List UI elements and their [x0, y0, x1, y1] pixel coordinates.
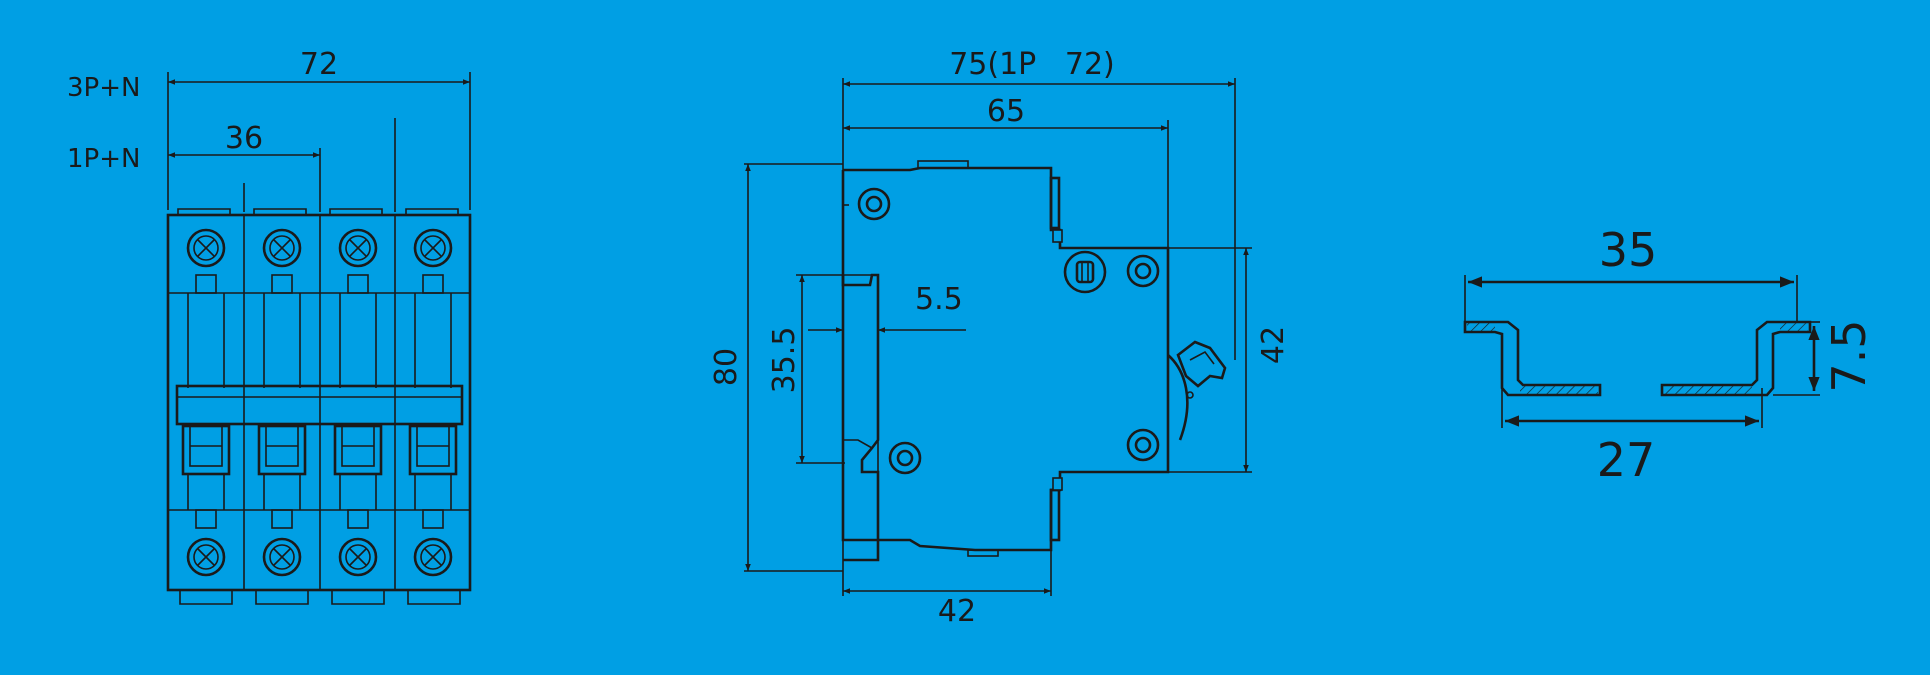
top-terminal-screws — [186, 228, 453, 268]
dim-depth-inner: 65 — [987, 94, 1025, 129]
dim-width-4pole: 72 — [300, 47, 338, 82]
din-rail-profile: 35 27 7.5 — [1463, 223, 1876, 487]
dim-rail-bottom-width: 27 — [1597, 433, 1656, 487]
breaker-body-front — [166, 213, 472, 592]
terminal-opening — [1063, 250, 1107, 294]
breaker-body-side — [841, 166, 1170, 562]
label-3p-n: 3P+N — [67, 73, 140, 103]
front-view: 3P+N 1P+N 72 36 — [67, 47, 472, 605]
dim-base-width: 42 — [938, 594, 976, 629]
dim-height: 80 — [709, 348, 744, 386]
handle-windows — [181, 424, 458, 476]
side-view: 75(1P 72) 65 80 35.5 5.5 42 42 — [709, 47, 1291, 629]
dim-rail-height: 35.5 — [767, 327, 802, 394]
handle-tie-bar — [175, 384, 464, 426]
rail-section — [1463, 320, 1602, 397]
dim-width-2pole: 36 — [225, 121, 263, 156]
dim-depth: 75(1P 72) — [949, 47, 1115, 82]
toggle-handle — [1167, 340, 1227, 441]
dim-offset: 5.5 — [915, 282, 963, 317]
dim-rail-top-width: 35 — [1599, 223, 1658, 277]
label-1p-n: 1P+N — [67, 144, 140, 174]
bottom-terminal-screws — [186, 537, 453, 577]
dim-front-height: 42 — [1256, 326, 1291, 364]
dim-rail-height: 7.5 — [1822, 319, 1876, 392]
